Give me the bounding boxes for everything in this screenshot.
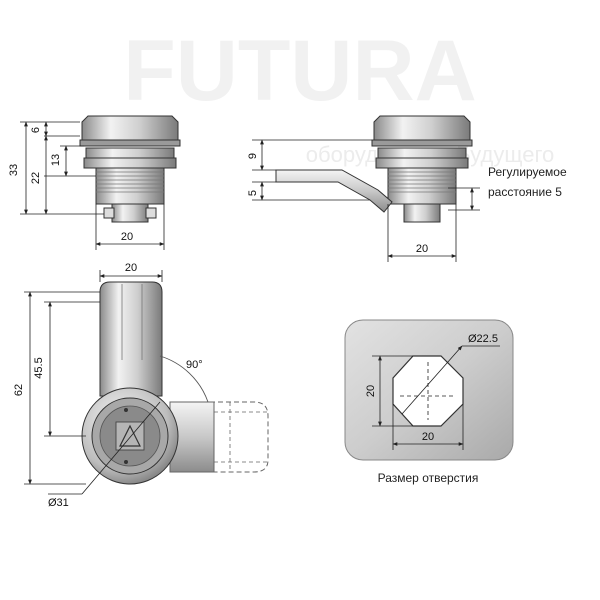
dim-hole-width: 20 [422,431,434,443]
dim-22: 22 [30,172,42,184]
side-view-left: 33 6 13 22 20 [8,115,181,250]
dim-hole-height: 20 [365,385,377,397]
dim-total-33: 33 [8,164,20,176]
dim-angle-90: 90° [186,359,203,371]
hole-view: Ø22.5 20 20 Размер отверстия [344,319,514,485]
front-view: 90° 20 62 45.5 Ø31 [13,262,269,509]
hex-nut [83,157,177,169]
dim-5: 5 [247,190,259,196]
triangle-key-icon [119,424,141,447]
cam-rotated-outline [169,401,269,473]
end-nut [111,203,149,223]
dim-9: 9 [247,153,259,159]
dim-diameter-31: Ø31 [48,497,69,509]
watermark: FUTURA оборудования Будущего [123,23,554,167]
watermark-brand: FUTURA [123,23,477,119]
cap-rim-right [371,139,473,147]
cam-stub-left [103,207,115,219]
washer [85,147,175,159]
dim-width-20-right: 20 [416,243,428,255]
dim-width-20-left: 20 [121,231,133,243]
dim-height-62: 62 [13,384,25,396]
dim-height-45-5: 45.5 [33,357,45,378]
cap-rim [79,139,181,147]
hex-nut-right [375,157,469,169]
dim-13: 13 [50,154,62,166]
cap-flange-right [373,115,471,141]
cam-body [99,281,163,397]
threaded-barrel [95,167,165,205]
rotation-arc [159,355,209,403]
dim-6: 6 [30,127,42,133]
cam-bar [275,169,393,213]
cap-flange [81,115,179,141]
hole-caption: Размер отверстия [378,471,479,485]
threaded-barrel-right [387,167,457,205]
note-adjustable-line1: Регулируемое [488,165,567,179]
dim-hole-diameter: Ø22.5 [468,333,498,345]
cam-stub-right [145,207,157,219]
end-nut-right [403,203,441,223]
side-view-right: 9 5 20 Регулируемое расстояние 5 [247,115,567,262]
washer-right [377,147,467,159]
note-adjustable-line2: расстояние 5 [488,185,562,199]
dim-width-20-front: 20 [125,262,137,274]
